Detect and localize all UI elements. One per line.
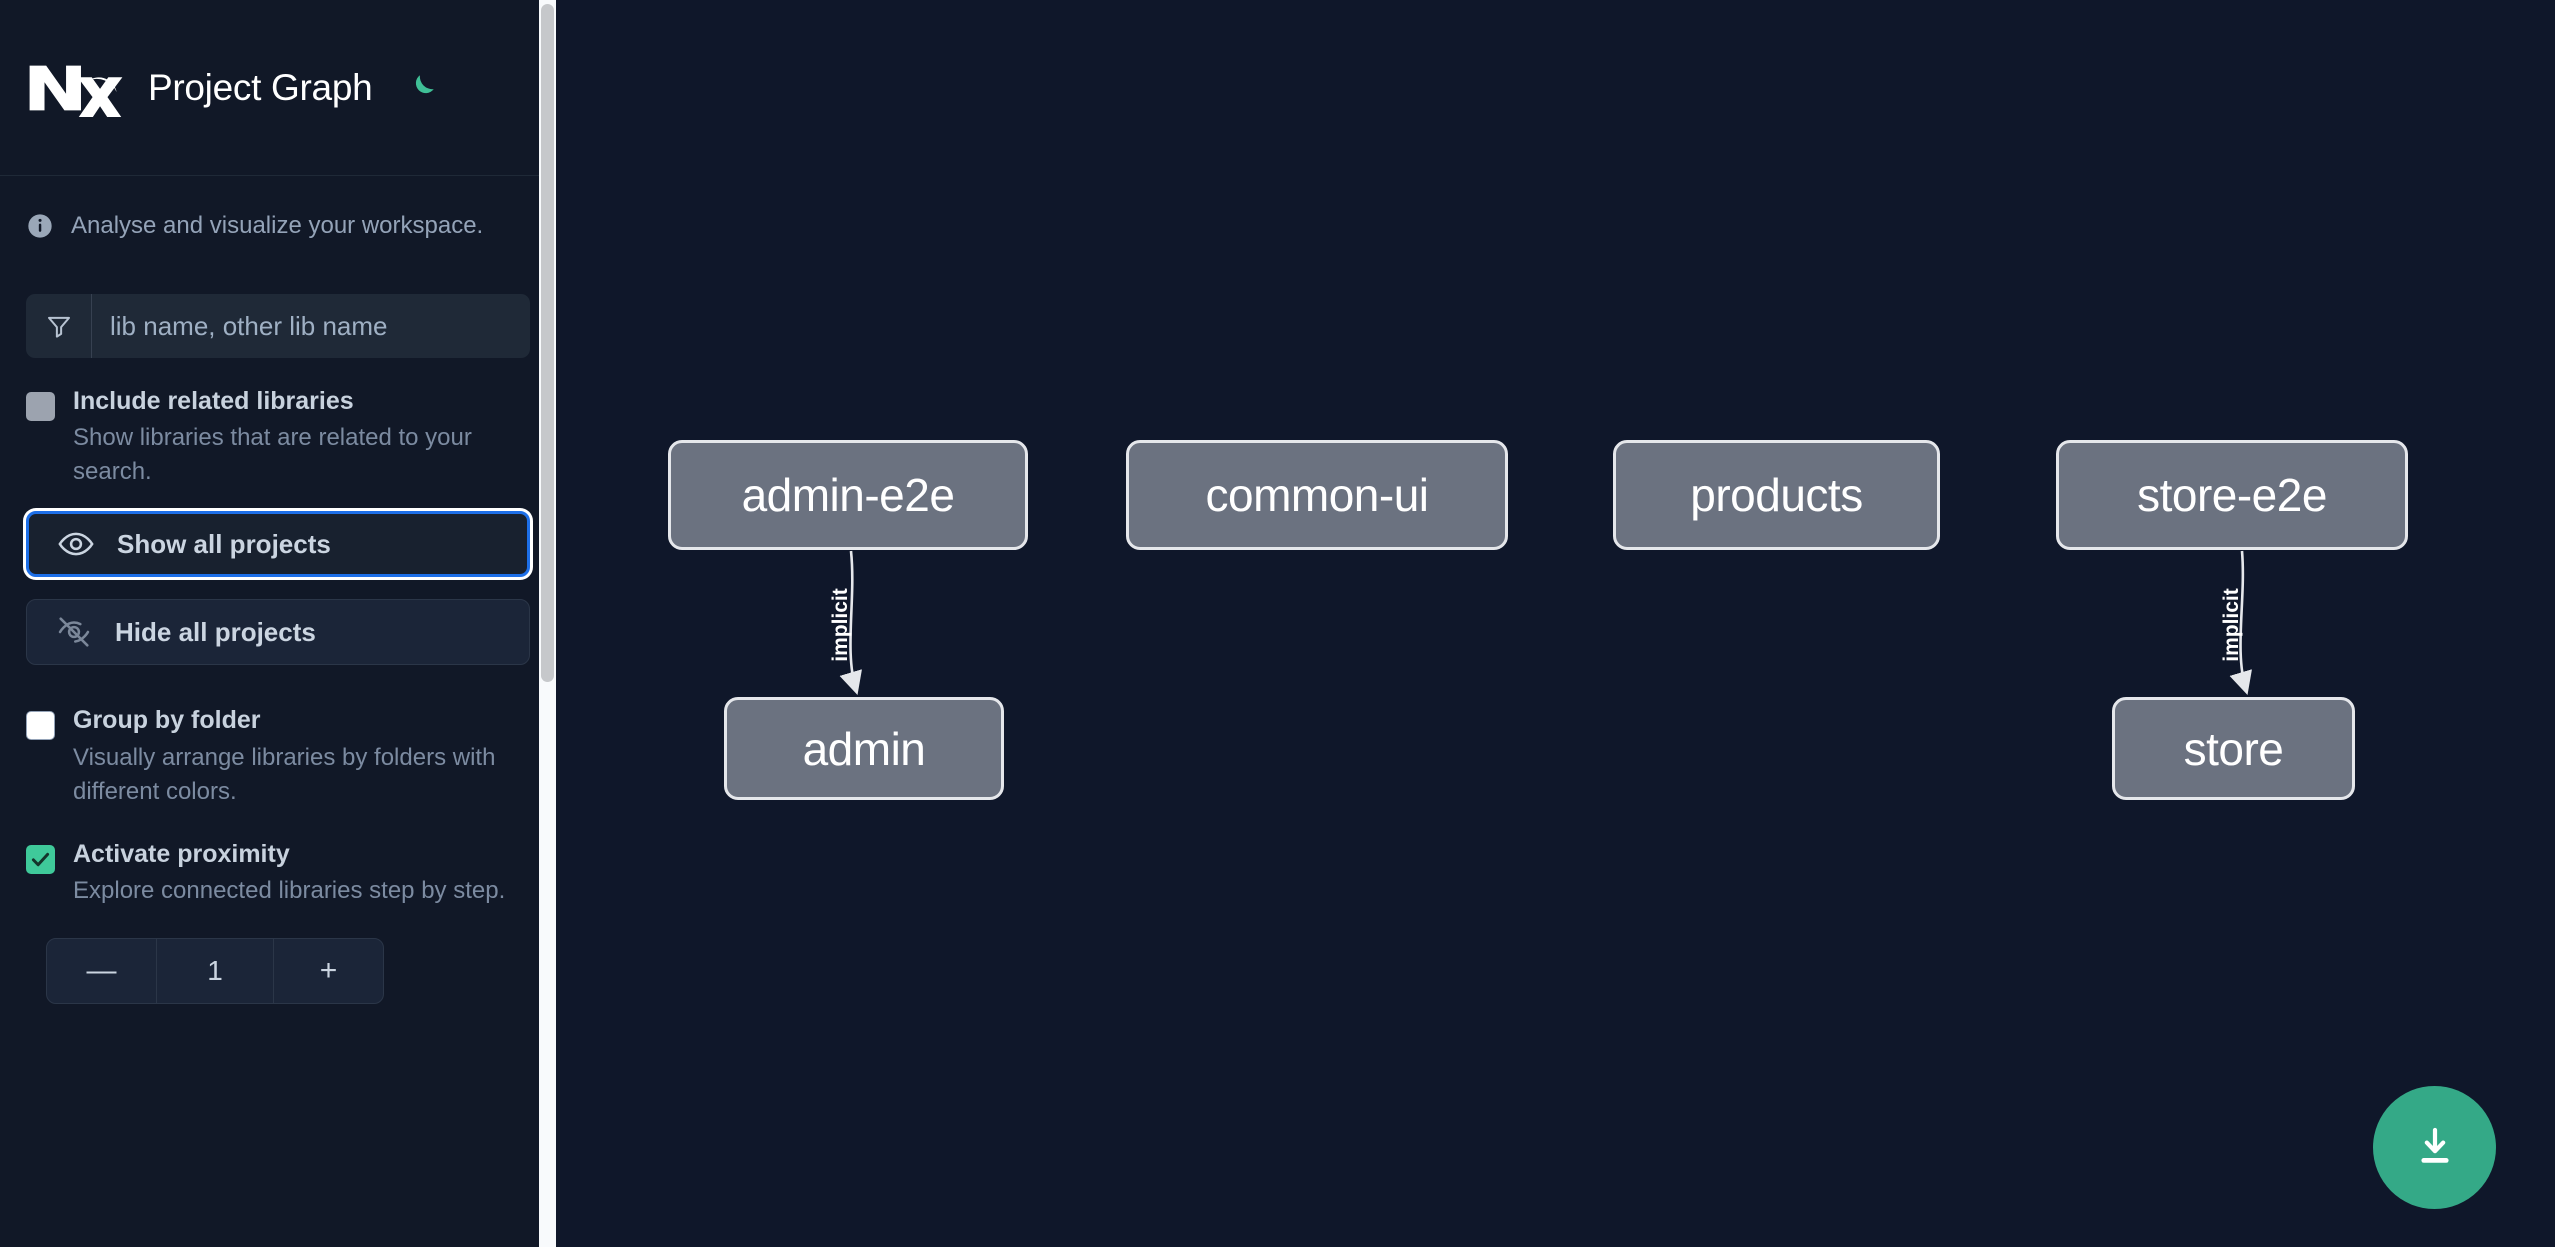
- download-icon: [2411, 1122, 2459, 1173]
- sidebar-scrollbar-thumb[interactable]: [541, 4, 554, 682]
- info-icon: [26, 212, 54, 240]
- edge-label-implicit-store: implicit: [2219, 588, 2243, 662]
- proximity-value: 1: [207, 955, 223, 987]
- option-description: Explore connected libraries step by step…: [73, 877, 506, 905]
- page-title: Project Graph: [148, 66, 373, 108]
- moon-icon[interactable]: [400, 67, 442, 109]
- edge-store-e2e-to-store: [2229, 550, 2252, 695]
- proximity-stepper: — 1 +: [46, 938, 384, 1005]
- search-input[interactable]: [92, 294, 530, 358]
- graph-node-admin[interactable]: admin: [724, 697, 1004, 800]
- download-graph-button[interactable]: [2373, 1086, 2496, 1209]
- sidebar-header: Project Graph: [0, 0, 556, 176]
- workspace-tagline: Analyse and visualize your workspace.: [0, 176, 556, 276]
- node-label: admin: [802, 722, 926, 775]
- proximity-decrement-button[interactable]: —: [47, 939, 157, 1004]
- sidebar: Project Graph Analyse and visualize your…: [0, 0, 556, 1247]
- option-text-block: Include related libraries Show libraries…: [73, 386, 530, 489]
- sidebar-controls: Include related libraries Show libraries…: [0, 294, 556, 1005]
- option-activate-proximity[interactable]: Activate proximity Explore connected lib…: [26, 839, 530, 908]
- search-filter[interactable]: [26, 294, 530, 358]
- show-all-projects-button[interactable]: Show all projects: [26, 511, 530, 578]
- edge-admin-e2e-to-admin: [839, 550, 862, 695]
- node-label: products: [1690, 469, 1863, 521]
- show-all-projects-label: Show all projects: [117, 528, 331, 559]
- check-icon: [31, 852, 50, 867]
- graph-node-store-e2e[interactable]: store-e2e: [2056, 440, 2408, 550]
- option-description: Show libraries that are related to your …: [73, 424, 472, 486]
- option-text-block: Group by folder Visually arrange librari…: [73, 705, 530, 808]
- graph-node-common-ui[interactable]: common-ui: [1126, 440, 1508, 550]
- edge-label-implicit-admin: implicit: [828, 588, 852, 662]
- node-label: store-e2e: [2137, 469, 2327, 521]
- tagline-text: Analyse and visualize your workspace.: [71, 212, 484, 239]
- graph-edges: [839, 550, 2252, 695]
- sidebar-scrollbar[interactable]: [539, 0, 556, 1247]
- node-label: common-ui: [1205, 469, 1429, 521]
- nx-logo-icon: [26, 59, 126, 119]
- include-related-libraries-checkbox[interactable]: [26, 392, 55, 421]
- eye-off-icon: [55, 613, 93, 651]
- option-label: Group by folder: [73, 706, 261, 735]
- option-group-by-folder[interactable]: Group by folder Visually arrange librari…: [26, 705, 530, 808]
- option-label: Include related libraries: [73, 387, 354, 415]
- hide-all-projects-label: Hide all projects: [115, 616, 316, 647]
- option-description: Visually arrange libraries by folders wi…: [73, 743, 496, 805]
- graph-node-admin-e2e[interactable]: admin-e2e: [668, 440, 1028, 550]
- eye-icon: [57, 525, 95, 563]
- option-label: Activate proximity: [73, 839, 290, 868]
- graph-canvas[interactable]: admin-e2e common-ui products store-e2e a…: [556, 0, 2555, 1247]
- option-text-block: Activate proximity Explore connected lib…: [73, 839, 530, 908]
- funnel-icon: [26, 294, 92, 358]
- proximity-increment-button[interactable]: +: [273, 939, 383, 1004]
- activate-proximity-checkbox[interactable]: [26, 844, 55, 874]
- node-label: store: [2183, 722, 2284, 775]
- group-by-folder-checkbox[interactable]: [26, 711, 55, 741]
- graph-node-store[interactable]: store: [2112, 697, 2355, 800]
- option-include-related-libraries[interactable]: Include related libraries Show libraries…: [26, 386, 530, 489]
- hide-all-projects-button[interactable]: Hide all projects: [26, 599, 530, 666]
- node-label: admin-e2e: [741, 469, 955, 521]
- graph-node-products[interactable]: products: [1613, 440, 1940, 550]
